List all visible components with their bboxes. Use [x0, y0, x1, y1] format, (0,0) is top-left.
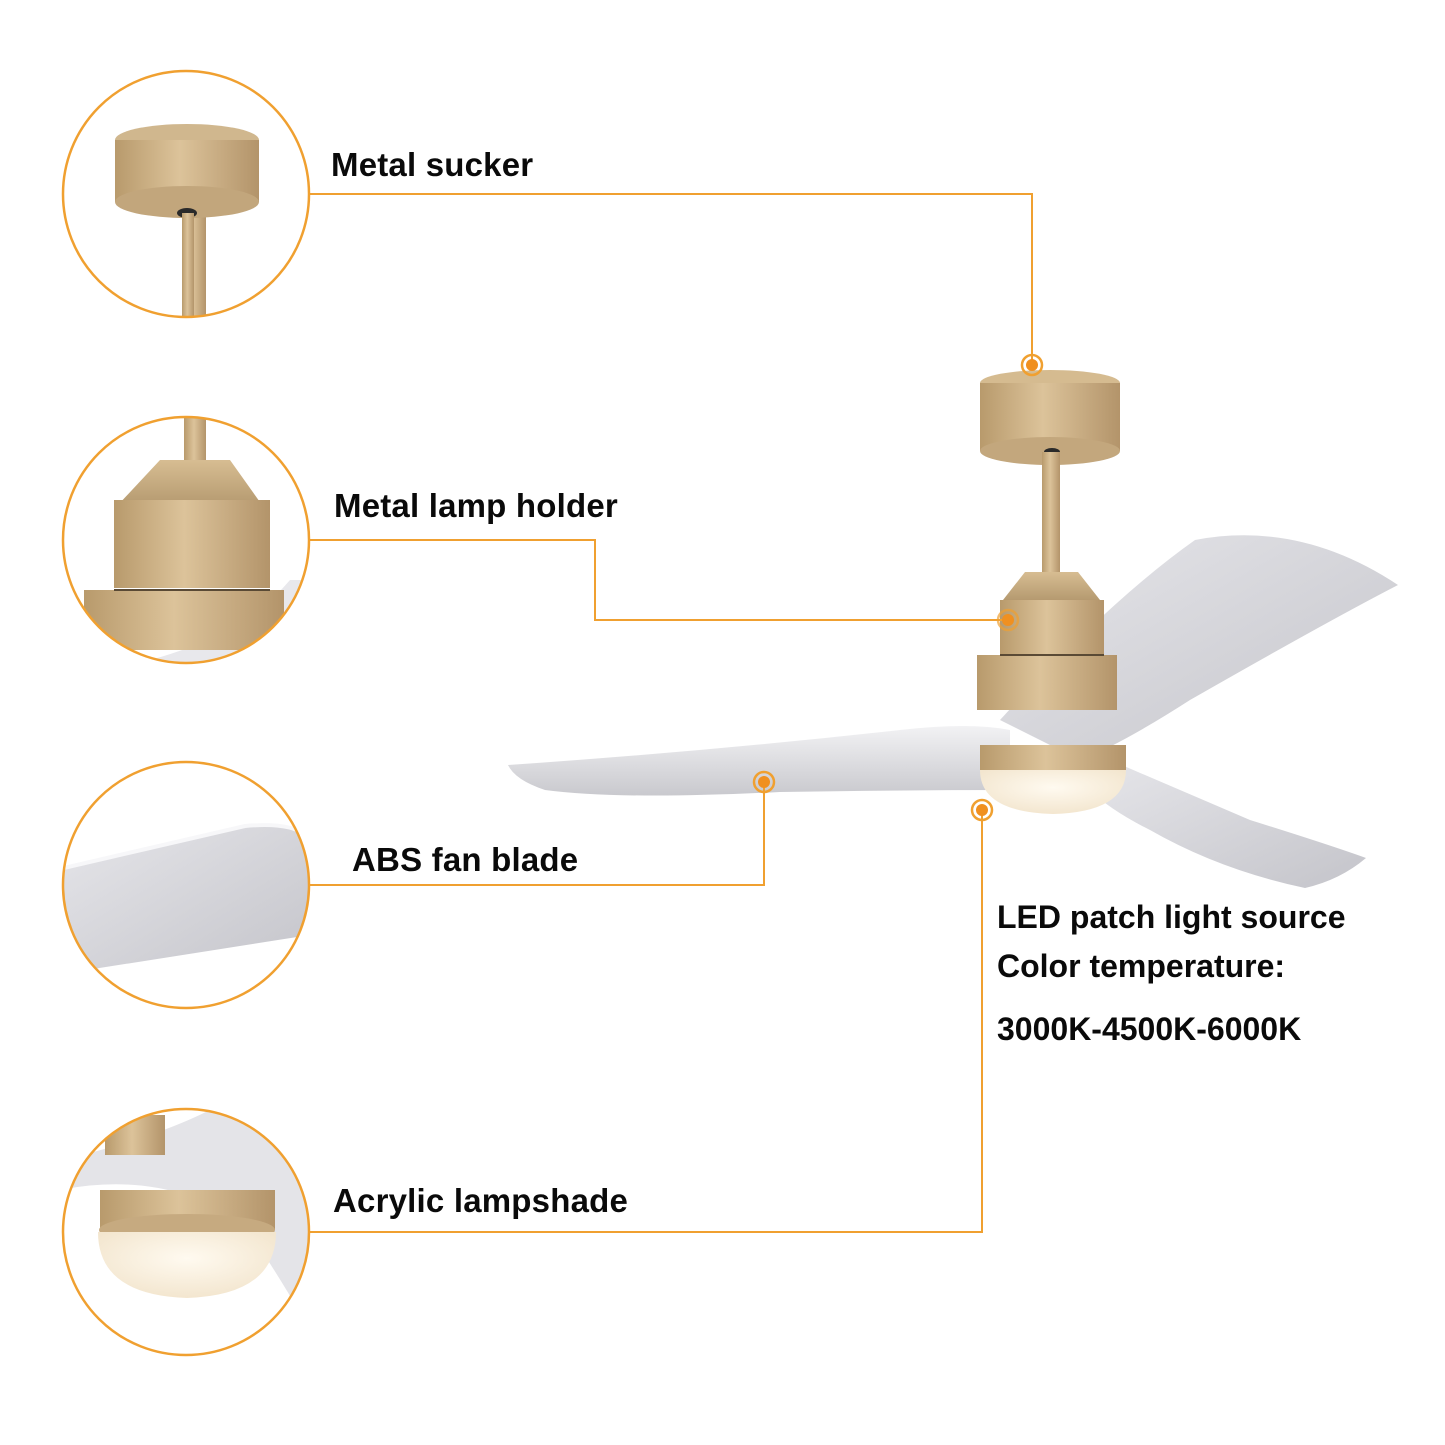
leader-line-fan-blade	[310, 782, 765, 886]
label-abs-fan-blade: ABS fan blade	[352, 841, 579, 878]
led-spec-line2: Color temperature:	[997, 948, 1286, 984]
callout-marker-lamp-holder	[996, 608, 1020, 632]
label-acrylic-lampshade: Acrylic lampshade	[333, 1182, 629, 1219]
leader-line-lampshade	[310, 810, 983, 1233]
detail-circle-lampshade	[61, 1107, 311, 1357]
leader-lines	[310, 193, 1033, 1233]
leader-line-lamp-holder	[310, 539, 1008, 621]
label-metal-lamp-holder: Metal lamp holder	[334, 487, 618, 524]
detail-circle-lamp-holder	[61, 415, 311, 665]
callout-marker-fan-blade	[752, 770, 776, 794]
ceiling-fan-illustration	[508, 370, 1398, 888]
callout-marker-lampshade	[970, 798, 994, 822]
detail-circle-fan-blade	[61, 760, 311, 1010]
led-spec-line1: LED patch light source	[997, 899, 1346, 935]
callout-marker-metal-sucker	[1020, 353, 1044, 377]
detail-circle-metal-sucker	[61, 69, 311, 319]
led-spec-line3: 3000K-4500K-6000K	[997, 1011, 1302, 1047]
leader-line-metal-sucker	[310, 193, 1033, 364]
label-metal-sucker: Metal sucker	[331, 146, 534, 183]
